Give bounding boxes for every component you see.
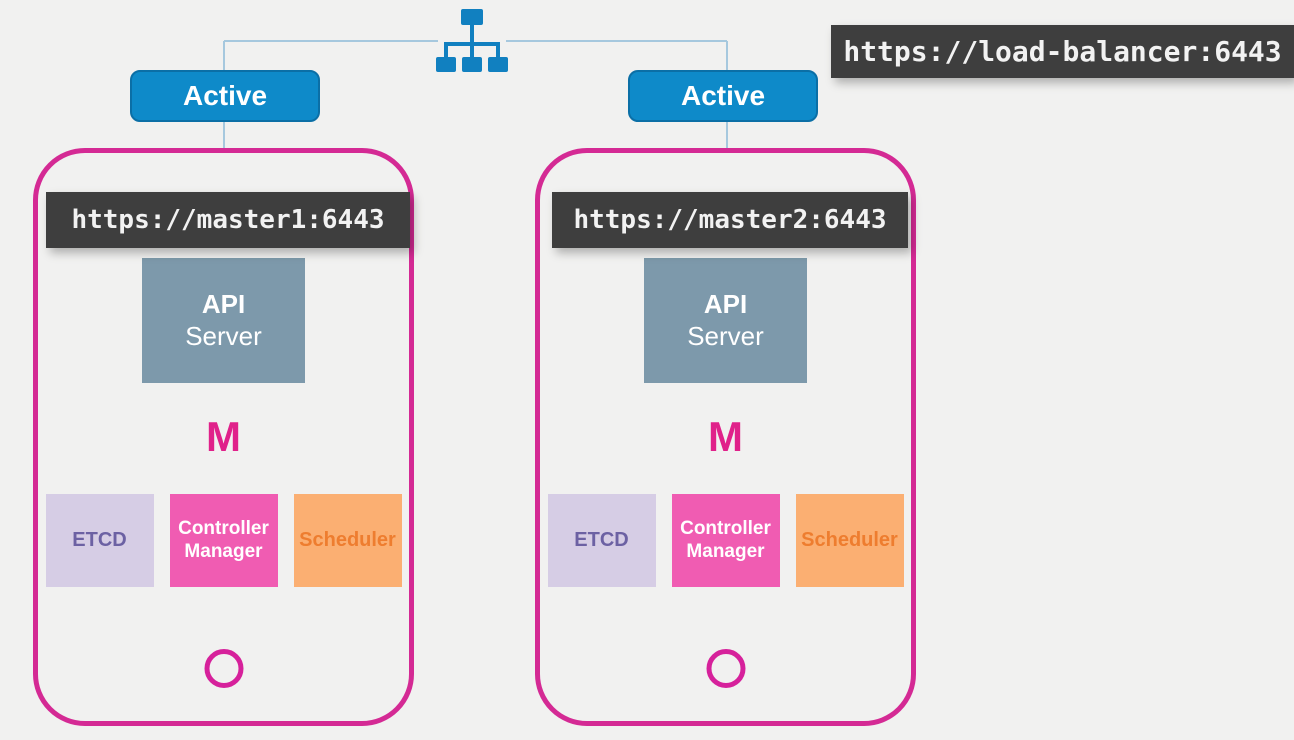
master2-node: https://master2:6443 API Server M ETCD C… [535, 148, 916, 726]
master1-node: https://master1:6443 API Server M ETCD C… [33, 148, 414, 726]
scheduler-box: Scheduler [795, 494, 904, 587]
master1-letter: M [206, 413, 241, 460]
active-badge-master1: Active [130, 70, 320, 122]
etcd-box: ETCD [547, 494, 656, 587]
api-server-label-line2: Server [185, 320, 262, 351]
api-server-label-line1: API [201, 289, 246, 320]
connector-line-right-horizontal [506, 40, 727, 42]
master2-api-server-box: API Server [644, 258, 807, 383]
load-balancer-icon [436, 9, 508, 72]
api-server-label-line1: API [703, 289, 748, 320]
master1-url-label: https://master1:6443 [46, 192, 410, 248]
etcd-box: ETCD [45, 494, 154, 587]
master2-letter: M [708, 413, 743, 460]
controller-manager-box: Controller Manager [671, 494, 780, 587]
scheduler-box: Scheduler [293, 494, 402, 587]
controller-manager-box: Controller Manager [169, 494, 278, 587]
master1-components-row: ETCD Controller Manager Scheduler [38, 494, 409, 587]
active-badge-master2: Active [628, 70, 818, 122]
master1-api-server-box: API Server [142, 258, 305, 383]
master1-status-circle [204, 649, 243, 688]
api-server-label-line2: Server [687, 320, 764, 351]
master2-status-circle [706, 649, 745, 688]
connector-line-left-horizontal [224, 40, 438, 42]
master2-components-row: ETCD Controller Manager Scheduler [540, 494, 911, 587]
load-balancer-url-label: https://load-balancer:6443 [831, 25, 1294, 78]
master2-url-label: https://master2:6443 [552, 192, 908, 248]
